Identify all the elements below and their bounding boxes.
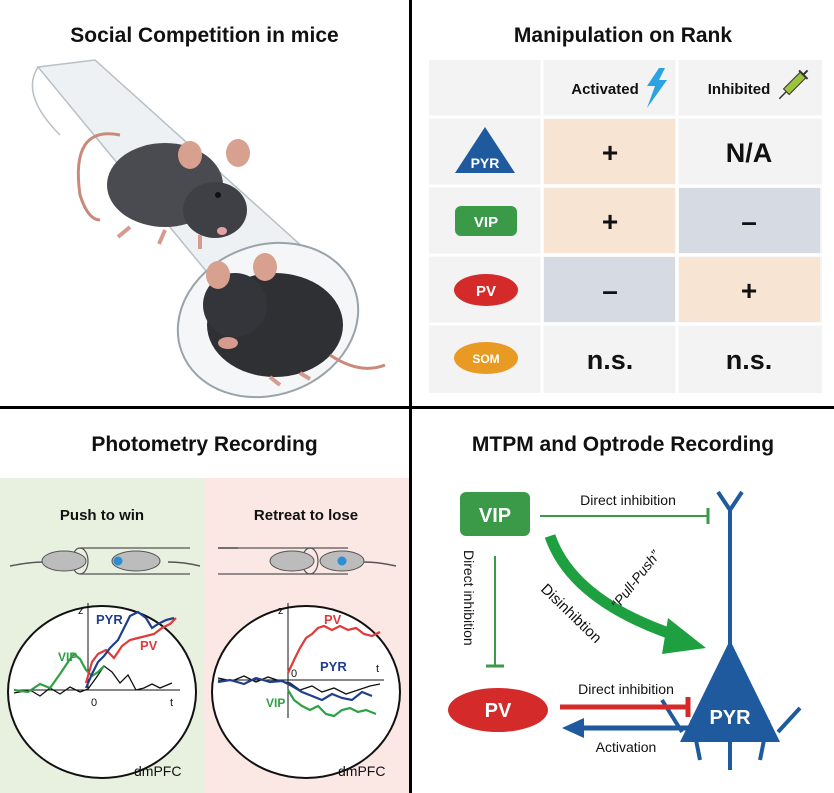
lose-axis-t: t xyxy=(376,663,379,675)
cell-vip-inhibited: – xyxy=(741,206,757,237)
lightning-icon xyxy=(647,68,667,108)
svg-text:“Pull-Push”: “Pull-Push” xyxy=(608,546,664,611)
lose-trace-pyr xyxy=(217,676,373,702)
svg-text:VIP: VIP xyxy=(474,214,498,231)
cell-som-activated: n.s. xyxy=(587,345,634,375)
win-trace-black xyxy=(13,665,173,697)
col-header-activated: Activated xyxy=(571,81,639,98)
svg-text:PYR: PYR xyxy=(709,707,751,729)
win-region-label: dmPFC xyxy=(134,763,181,779)
pyr-neuron-node: PYR xyxy=(660,490,802,770)
svg-text:VIP: VIP xyxy=(479,505,511,527)
label-push-to-win: Push to win xyxy=(60,507,144,524)
lose-region-label: dmPFC xyxy=(338,763,385,779)
svg-text:Direct inhibition: Direct inhibition xyxy=(580,492,676,508)
vip-node: VIP xyxy=(460,492,530,536)
cell-som-inhibited: n.s. xyxy=(726,345,773,375)
svg-text:PYR: PYR xyxy=(471,155,500,171)
lose-label-pv: PV xyxy=(324,612,342,627)
edge-vip-pv-inhibition: Direct inhibition xyxy=(461,550,504,668)
win-label-pyr: PYR xyxy=(96,612,123,627)
row-label-pv: PV xyxy=(454,274,518,306)
win-axis-z: z xyxy=(78,605,84,617)
mice-tube-illustration xyxy=(31,59,386,399)
win-label-pv: PV xyxy=(140,638,158,653)
label-retreat-to-lose: Retreat to lose xyxy=(254,507,358,524)
horizontal-divider xyxy=(0,406,834,409)
cell-vip-activated: + xyxy=(602,206,618,237)
row-label-vip: VIP xyxy=(455,206,517,236)
photometry-panel: Push to win z t 0 PYR PV VIP dmPFC Retre… xyxy=(0,478,409,793)
pv-node: PV xyxy=(448,688,548,732)
win-axis-zero: 0 xyxy=(91,697,97,709)
row-label-som: SOM xyxy=(454,342,518,374)
panel-title-manipulation: Manipulation on Rank xyxy=(513,24,733,47)
manipulation-table: Activated Inhibited PYR VIP PV SOM + N/A… xyxy=(429,60,822,393)
mice-tube-win-icon xyxy=(9,547,201,575)
svg-text:SOM: SOM xyxy=(472,352,499,366)
panel-title-mtpm: MTPM and Optrode Recording xyxy=(471,433,775,456)
cell-pv-activated: – xyxy=(602,275,618,306)
cell-pyr-activated: + xyxy=(602,137,618,168)
lose-axis-z: z xyxy=(278,605,284,617)
edge-vip-pyr-inhibition: Direct inhibition xyxy=(540,492,710,524)
circuit-diagram: PYR VIP PV Direct inhibition Direct inhi… xyxy=(448,490,802,770)
syringe-icon xyxy=(778,69,809,100)
mouse-bottom-icon xyxy=(203,253,386,387)
win-trace-pyr xyxy=(84,610,175,689)
edge-pyr-pv-activation: Activation xyxy=(562,718,702,755)
edge-pv-pyr-inhibition: Direct inhibition xyxy=(560,681,691,717)
win-label-vip: VIP xyxy=(58,650,77,664)
lose-axis-zero: 0 xyxy=(291,668,297,680)
col-header-inhibited: Inhibited xyxy=(708,81,771,98)
win-trace-pv xyxy=(84,617,177,684)
panel-title-photometry: Photometry Recording xyxy=(91,433,318,456)
svg-text:Direct inhibition: Direct inhibition xyxy=(461,550,477,646)
svg-text:Activation: Activation xyxy=(596,739,657,755)
cell-pv-inhibited: + xyxy=(741,275,757,306)
svg-text:PV: PV xyxy=(476,283,496,300)
lose-label-pyr: PYR xyxy=(320,659,347,674)
win-trace-vip xyxy=(13,652,105,694)
panel-title-social-competition: Social Competition in mice xyxy=(70,24,339,47)
mouse-top-icon xyxy=(76,132,250,249)
mice-tube-lose-icon xyxy=(218,547,397,575)
cell-pyr-inhibited: N/A xyxy=(726,138,773,168)
lose-trace-pv xyxy=(287,624,381,674)
win-axis-t: t xyxy=(170,697,173,709)
lose-label-vip: VIP xyxy=(266,696,285,710)
edge-disinhibition-arrow: “Pull-Push” Disinhibtion xyxy=(537,534,706,654)
svg-text:Direct inhibition: Direct inhibition xyxy=(578,681,674,697)
svg-text:PV: PV xyxy=(485,700,512,722)
vertical-divider xyxy=(409,0,412,793)
lose-trace-vip xyxy=(287,689,377,718)
row-label-pyr: PYR xyxy=(455,127,515,173)
